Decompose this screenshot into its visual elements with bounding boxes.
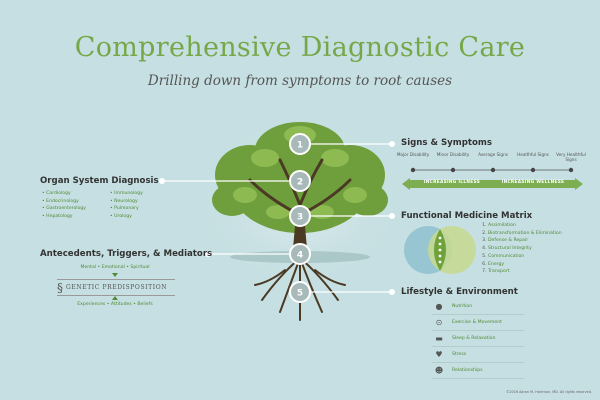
functional-matrix-heading: Functional Medicine Matrix (401, 211, 533, 221)
list-item: Communication (488, 253, 562, 261)
connector-lines (162, 143, 392, 293)
list-item: Cardiology (42, 190, 86, 198)
people-icon: ☻ (434, 365, 444, 375)
list-item: Assimilation (488, 222, 562, 230)
list-item: Structural Integrity (488, 245, 562, 253)
experiences-attitudes-beliefs: Experiences • Attitudes • Beliefs (77, 302, 153, 307)
step-circle-3 (289, 205, 311, 227)
list-item: Defense & Repair (488, 237, 562, 245)
step-number-3: 3 (297, 213, 303, 223)
list-item: Energy (488, 261, 562, 269)
lifestyle-row-stress: ♥ Stress (432, 346, 524, 363)
signs-symptoms-heading: Signs & Symptoms (401, 138, 492, 148)
lifestyle-heading: Lifestyle & Environment (401, 287, 518, 297)
scale-label-healthful-signs: Healthful Signs (517, 152, 549, 157)
step-number-5: 5 (297, 289, 303, 299)
heart-rate-icon: ♥ (435, 349, 443, 359)
down-arrow-icon (112, 273, 118, 277)
scale-label-minor-disability: Minor Disability (436, 152, 470, 157)
antecedents-heading: Antecedents, Triggers, & Mediators (40, 249, 213, 259)
illness-wellness-bar (402, 178, 583, 190)
list-item: Hepatology (42, 213, 86, 221)
copyright-credit: ©2016 Aaron M. Hartman, MD. All rights r… (506, 390, 592, 394)
organ-system-heading: Organ System Diagnosis (40, 176, 159, 186)
bed-icon: ▬ (435, 333, 443, 343)
matrix-list: Assimilation Biotransformation & Elimina… (478, 222, 562, 276)
step-number-2: 2 (297, 178, 303, 188)
step-circle-2 (289, 170, 311, 192)
step-circle-4 (289, 243, 311, 265)
mental-emotional-spiritual: Mental • Emotional • Spiritual (80, 265, 150, 270)
page-title: Comprehensive Diagnostic Care (74, 32, 526, 63)
wellness-scale-graphic (402, 167, 583, 190)
lifestyle-row-exercise: ⊙ Exercise & Movement (432, 314, 524, 331)
genetic-predisposition-box: § GENETIC PREDISPOSITION (57, 279, 175, 296)
list-item: Endocrinology (42, 198, 86, 206)
up-arrow-icon (112, 296, 118, 300)
organ-list-col1: Cardiology Endocrinology Gastroenterolog… (42, 190, 86, 220)
lifestyle-row-relationships: ☻ Relationships (432, 362, 524, 379)
signs-scale: Major Disability Minor Disability Averag… (395, 152, 590, 176)
list-item: Immunology (110, 190, 143, 198)
increasing-wellness-label: INCREASING WELLNESS (501, 180, 565, 185)
step-circle-1 (289, 133, 311, 155)
scale-label-very-healthful-signs: Very Healthful Signs (556, 152, 586, 162)
page-subtitle: Drilling down from symptoms to root caus… (147, 73, 453, 89)
step-number-1: 1 (297, 141, 303, 151)
scale-label-average-signs: Average Signs (478, 152, 508, 157)
lifestyle-row-nutrition: ● Nutrition (432, 298, 524, 315)
organ-list-col2: Immunology Neurology Pulmonary Urology (110, 190, 143, 220)
scale-label-major-disability: Major Disability (396, 152, 430, 157)
list-item: Biotransformation & Elimination (488, 230, 562, 238)
list-item: Pulmonary (110, 205, 143, 213)
apple-icon: ● (435, 301, 443, 311)
step-circles (289, 133, 311, 303)
step-circle-5 (289, 281, 311, 303)
dna-icon: § (57, 280, 63, 295)
step-number-4: 4 (297, 251, 303, 261)
connector-dots (159, 141, 395, 295)
list-item: Neurology (110, 198, 143, 206)
list-item: Gastroenterology (42, 205, 86, 213)
increasing-illness-label: INCREASING ILLNESS (423, 180, 481, 185)
matrix-venn-diagram (404, 226, 476, 274)
genetic-predisposition-label: GENETIC PREDISPOSITION (66, 284, 168, 291)
lifestyle-row-sleep: ▬ Sleep & Relaxation (432, 330, 524, 347)
list-item: Transport (488, 268, 562, 276)
list-item: Urology (110, 213, 143, 221)
bicycle-icon: ⊙ (435, 317, 443, 327)
